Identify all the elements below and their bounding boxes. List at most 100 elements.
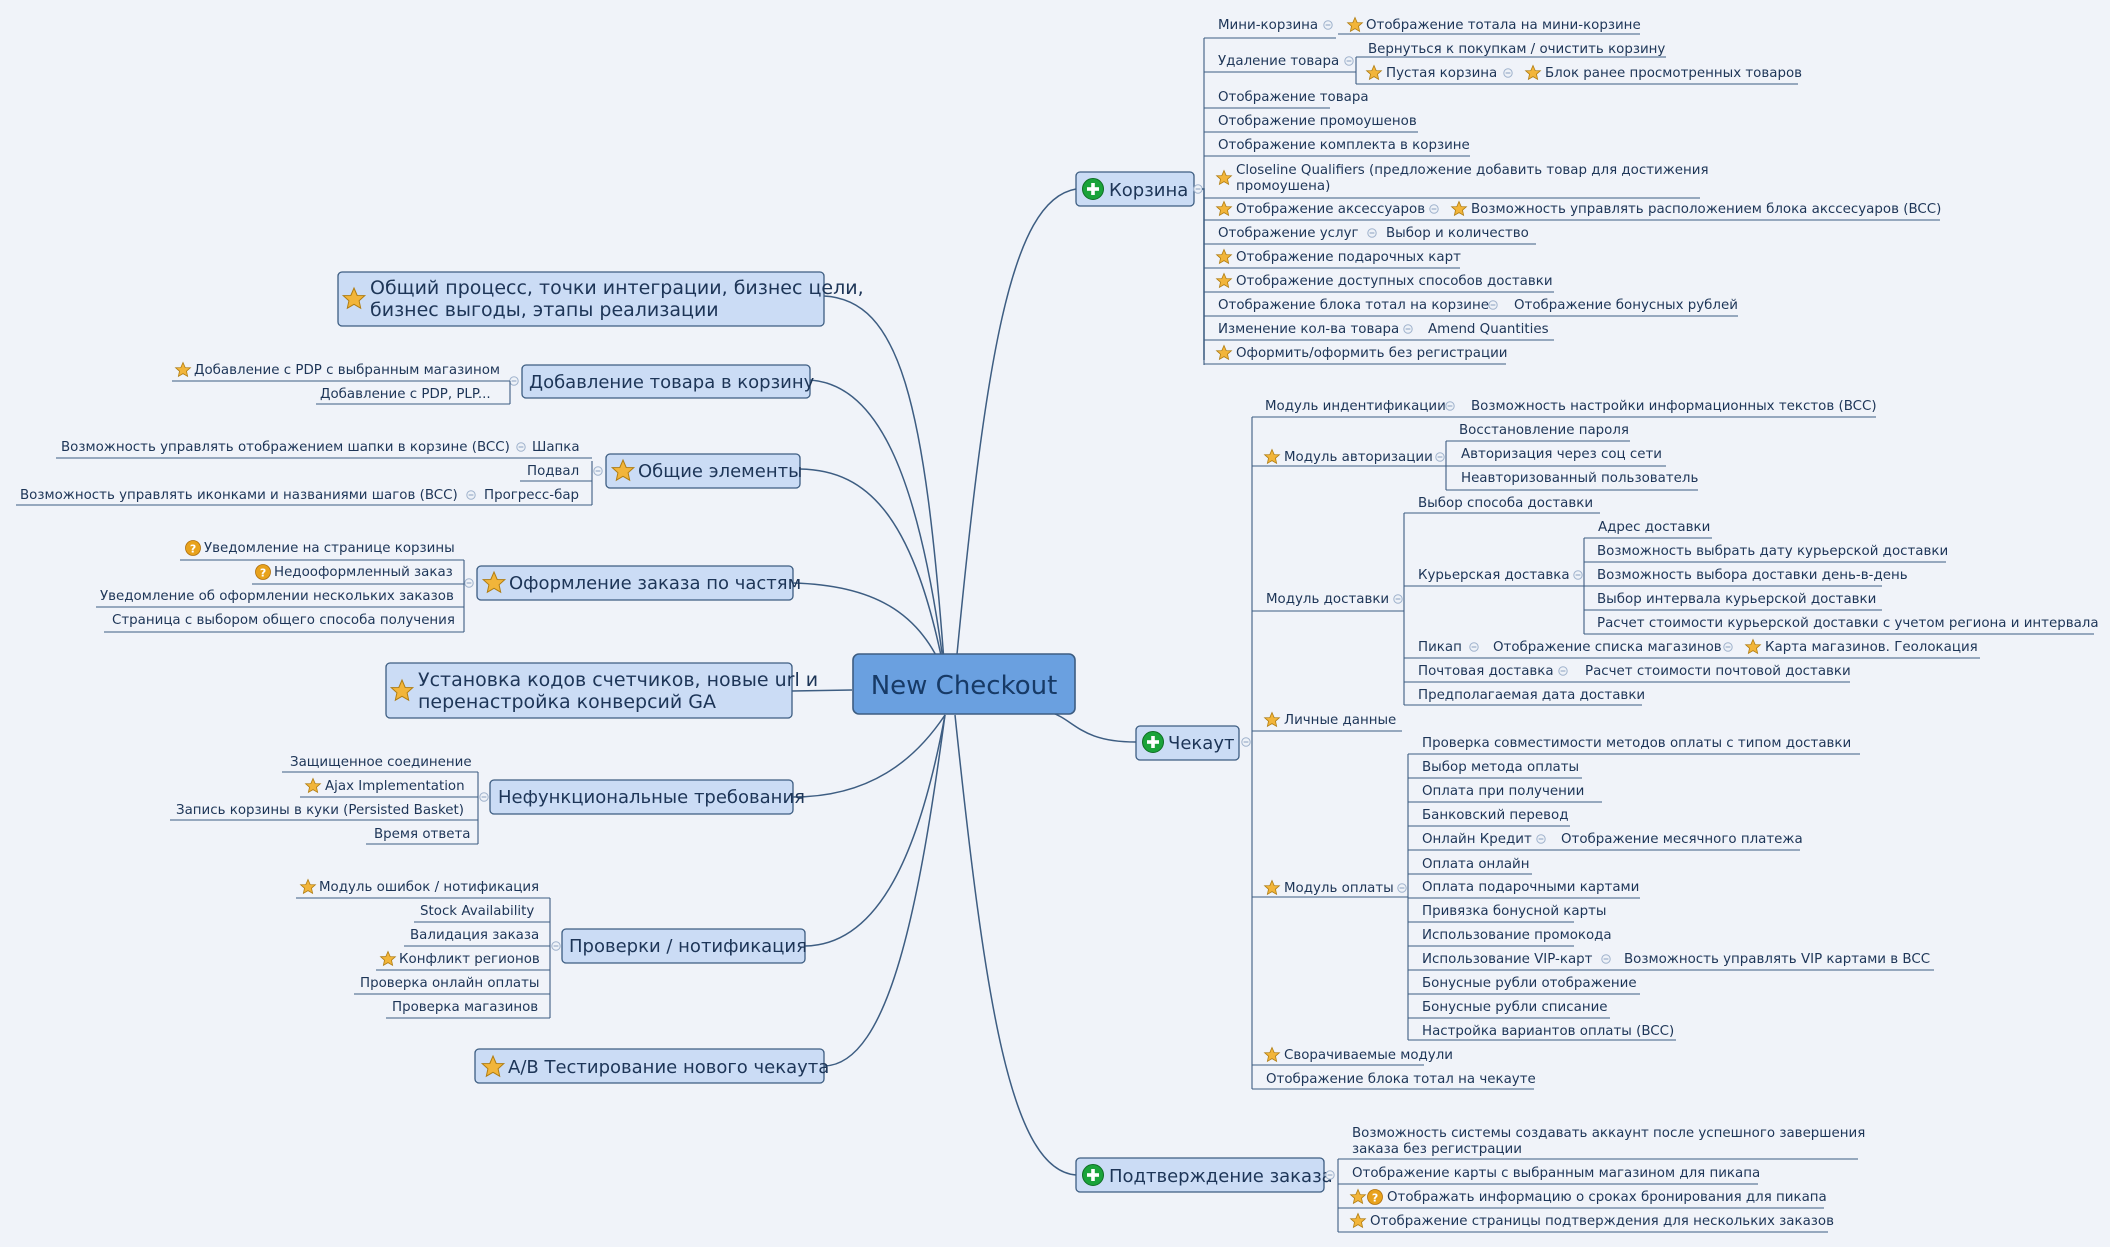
list-item[interactable]: Выбор способа доставки: [1418, 495, 1593, 511]
list-item[interactable]: Мини-корзина: [1218, 18, 1318, 33]
list-item[interactable]: Блок ранее просмотренных товаров: [1545, 66, 1802, 81]
list-item[interactable]: Адрес доставки: [1598, 520, 1710, 535]
list-item[interactable]: Восстановление пароля: [1459, 423, 1629, 438]
list-item[interactable]: Бонусные рубли списание: [1422, 999, 1608, 1015]
collapse-icon[interactable]: [1367, 228, 1377, 238]
list-item[interactable]: Предполагаемая дата доставки: [1418, 688, 1645, 703]
list-item[interactable]: Отображение промоушенов: [1218, 113, 1417, 129]
list-item[interactable]: Выбор и количество: [1386, 225, 1529, 241]
list-item[interactable]: Отображение комплекта в корзине: [1218, 137, 1470, 153]
list-item[interactable]: Возможность выбора доставки день-в-день: [1597, 567, 1908, 583]
list-item[interactable]: Подвал: [527, 464, 579, 479]
list-item[interactable]: Отображение блока тотал на чекауте: [1266, 1071, 1536, 1087]
branch-checkout[interactable]: Чекаут: [1135, 417, 1253, 1089]
branch-nonfunc[interactable]: Нефункциональные требования: [477, 772, 805, 844]
collapse-icon[interactable]: [1723, 642, 1733, 652]
list-item[interactable]: Отображение месячного платежа: [1561, 831, 1803, 847]
collapse-icon[interactable]: [1397, 883, 1407, 893]
list-item[interactable]: Возможность управлять отображением шапки…: [61, 439, 510, 455]
list-item[interactable]: Возможность управлять VIP картами в BCC: [1624, 952, 1930, 967]
list-item[interactable]: Оплата при получении: [1422, 784, 1584, 799]
list-item[interactable]: Пикап: [1418, 640, 1462, 655]
list-item[interactable]: Ajax Implementation: [325, 779, 465, 794]
list-item[interactable]: Отображение списка магазинов: [1493, 639, 1722, 655]
collapse-icon[interactable]: [1536, 834, 1546, 844]
list-item[interactable]: Страница с выбором общего способа получе…: [112, 612, 455, 628]
list-item[interactable]: Личные данные: [1284, 713, 1396, 728]
list-item[interactable]: Недооформленный заказ: [274, 565, 453, 580]
list-item[interactable]: Возможность системы создавать аккаунт по…: [1352, 1126, 1865, 1141]
collapse-icon[interactable]: [1325, 1170, 1335, 1180]
list-item[interactable]: Настройка вариантов оплаты (BCC): [1422, 1024, 1674, 1039]
collapse-icon[interactable]: [593, 466, 603, 476]
collapse-icon[interactable]: [1403, 324, 1413, 334]
branch-split[interactable]: Оформление заказа по частям: [463, 560, 801, 632]
list-item[interactable]: Запись корзины в куки (Persisted Basket): [176, 803, 464, 818]
list-item[interactable]: промоушена): [1236, 179, 1330, 194]
plus-icon[interactable]: [1082, 1164, 1104, 1186]
list-item[interactable]: Closeline Qualifiers (предложение добави…: [1236, 162, 1709, 178]
collapse-icon[interactable]: [1323, 20, 1333, 30]
list-item[interactable]: Проверка совместимости методов оплаты с …: [1422, 736, 1851, 751]
collapse-icon[interactable]: [1503, 68, 1513, 78]
list-item[interactable]: Отображение аксессуаров: [1236, 201, 1425, 217]
list-item[interactable]: Конфликт регионов: [399, 952, 540, 967]
branch-ab[interactable]: A/B Тестирование нового чекаута: [474, 1048, 829, 1084]
list-item[interactable]: Валидация заказа: [410, 928, 539, 943]
list-item[interactable]: Оплата подарочными картами: [1422, 880, 1639, 895]
list-item[interactable]: Отображать информацию о сроках бронирова…: [1387, 1189, 1827, 1205]
list-item[interactable]: Привязка бонусной карты: [1422, 903, 1606, 919]
root-node[interactable]: New Checkout: [852, 653, 1076, 715]
list-item[interactable]: Возможность настройки информационных тек…: [1471, 399, 1877, 414]
list-item[interactable]: Проверка онлайн оплаты: [360, 976, 539, 991]
branch-confirm[interactable]: Подтверждение заказа: [1075, 1157, 1339, 1232]
branch-codes[interactable]: Установка кодов счетчиков, новые url и п…: [385, 662, 818, 719]
list-item[interactable]: Карта магазинов. Геолокация: [1765, 640, 1978, 655]
list-item[interactable]: Возможность управлять иконками и названи…: [20, 488, 458, 503]
list-item[interactable]: Добавление с PDP с выбранным магазином: [194, 362, 500, 378]
list-item[interactable]: Уведомление об оформлении нескольких зак…: [100, 588, 454, 604]
list-item[interactable]: Онлайн Кредит: [1422, 832, 1532, 847]
list-item[interactable]: Отображение подарочных карт: [1236, 249, 1461, 265]
list-item[interactable]: Возможность выбрать дату курьерской дост…: [1597, 543, 1948, 559]
branch-checks[interactable]: Проверки / нотификация: [549, 898, 807, 1018]
list-item[interactable]: Оплата онлайн: [1422, 857, 1530, 872]
list-item[interactable]: Отображение бонусных рублей: [1514, 297, 1738, 313]
list-item[interactable]: Выбор интервала курьерской доставки: [1597, 591, 1876, 607]
branch-common[interactable]: Общие элементы: [591, 453, 802, 505]
list-item[interactable]: Изменение кол-ва товара: [1218, 322, 1399, 337]
list-item[interactable]: Проверка магазинов: [392, 1000, 538, 1015]
list-item[interactable]: Защищенное соединение: [290, 755, 472, 770]
collapse-icon[interactable]: [1601, 954, 1611, 964]
list-item[interactable]: Оформить/оформить без регистрации: [1236, 345, 1508, 361]
list-item[interactable]: Шапка: [532, 440, 580, 455]
list-item[interactable]: Использование VIP-карт: [1422, 952, 1593, 967]
list-item[interactable]: Модуль индентификации: [1265, 399, 1446, 414]
collapse-icon[interactable]: [1488, 300, 1498, 310]
list-item[interactable]: Использование промокода: [1422, 928, 1612, 943]
list-item[interactable]: Расчет стоимости почтовой доставки: [1585, 664, 1851, 679]
collapse-icon[interactable]: [1445, 401, 1455, 411]
list-item[interactable]: Модуль оплаты: [1284, 881, 1394, 896]
branch-korzina[interactable]: Корзина: [1075, 38, 1205, 365]
list-item[interactable]: Пустая корзина: [1386, 66, 1497, 81]
list-item[interactable]: Неавторизованный пользователь: [1461, 471, 1698, 486]
list-item[interactable]: Время ответа: [374, 827, 470, 842]
list-item[interactable]: Отображение товара: [1218, 89, 1369, 105]
branch-addtocart[interactable]: Добавление товара в корзину: [509, 364, 815, 404]
list-item[interactable]: Отображение тотала на мини-корзине: [1366, 17, 1641, 33]
list-item[interactable]: Удаление товара: [1218, 54, 1339, 69]
list-item[interactable]: Сворачиваемые модули: [1284, 1048, 1453, 1063]
list-item[interactable]: Amend Quantities: [1428, 322, 1549, 337]
list-item[interactable]: Расчет стоимости курьерской доставки с у…: [1597, 616, 2099, 631]
list-item[interactable]: Бонусные рубли отображение: [1422, 975, 1637, 991]
collapse-icon[interactable]: [1558, 666, 1568, 676]
list-item[interactable]: Прогресс-бар: [484, 487, 579, 503]
collapse-icon[interactable]: [1429, 204, 1439, 214]
list-item[interactable]: Отображение услуг: [1218, 225, 1359, 241]
collapse-icon[interactable]: [1193, 184, 1203, 194]
collapse-icon[interactable]: [1241, 737, 1251, 747]
collapse-icon[interactable]: [509, 376, 519, 386]
list-item[interactable]: Почтовая доставка: [1418, 664, 1554, 679]
list-item[interactable]: Модуль авторизации: [1284, 450, 1433, 465]
